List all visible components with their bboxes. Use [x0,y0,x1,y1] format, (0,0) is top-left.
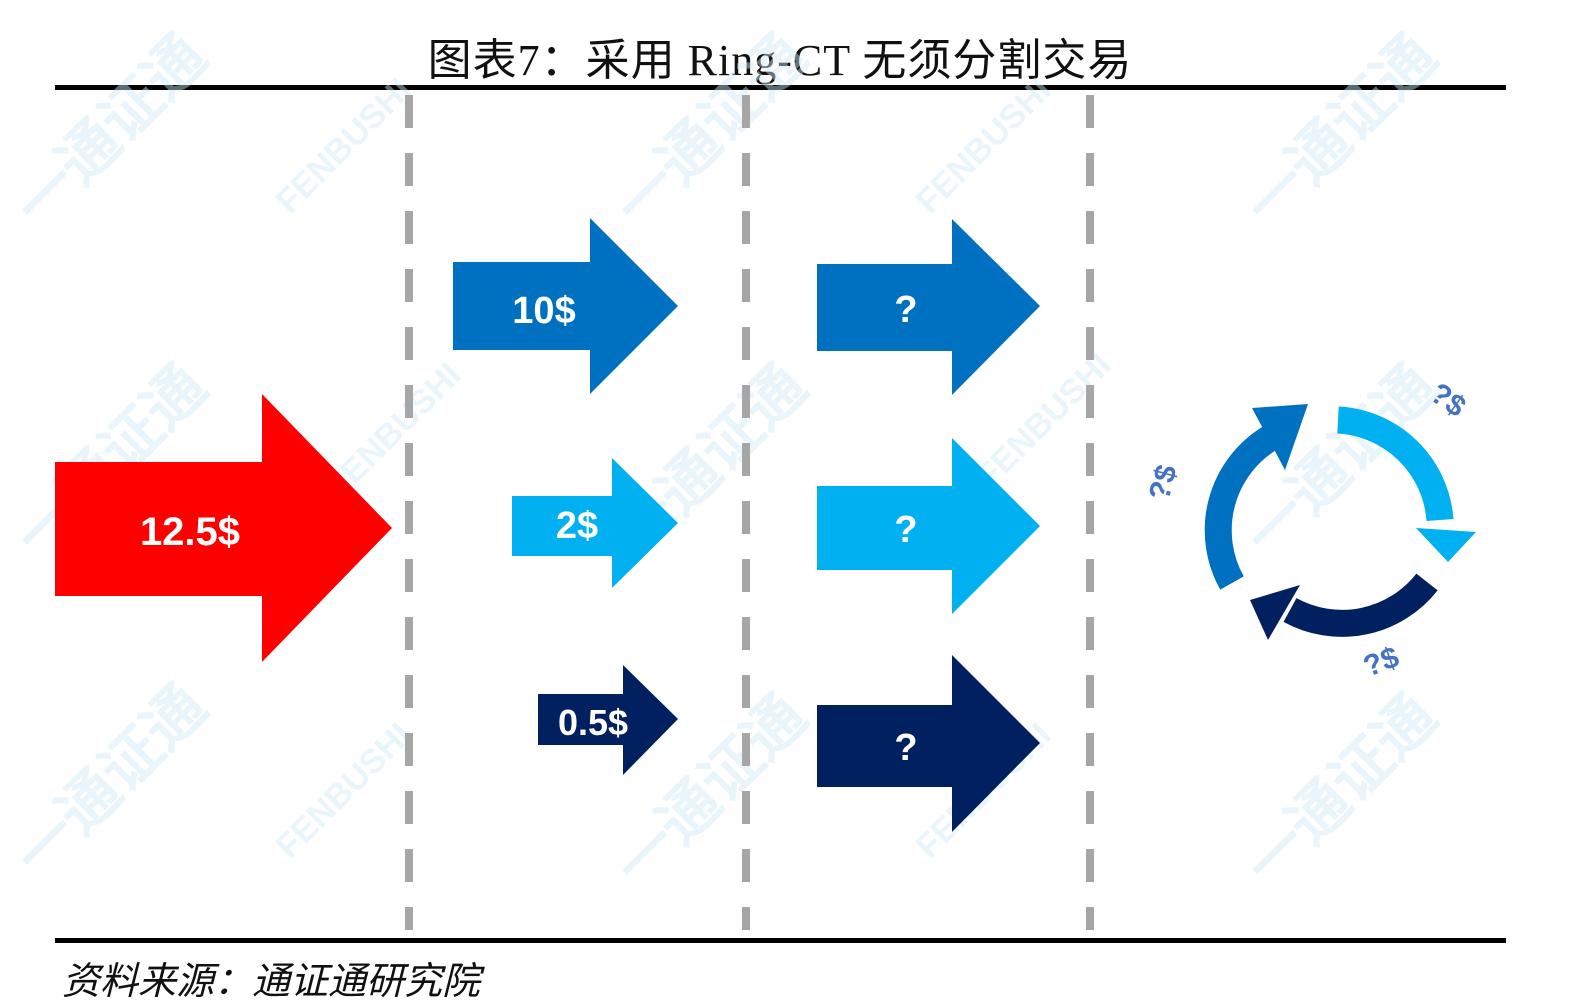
hidden-amount-label: ? [894,289,917,331]
split-amount-label: 0.5$ [558,702,628,743]
split-output-arrow: 10$ [453,218,678,394]
split-output-arrow: 2$ [512,458,678,588]
input-amount-label: 12.5$ [140,510,240,554]
figure-title: 图表7：采用 Ring-CT 无须分割交易 [427,36,1133,85]
arrow-right-icon [538,665,678,775]
split-amount-label: 2$ [556,505,598,547]
watermark-cn: 一通证通 [1232,22,1449,239]
arrowhead-icon [1250,585,1300,640]
arrow-right-icon [817,438,1040,614]
hidden-output-arrow: ? [817,438,1040,614]
bottom-rule [55,938,1506,943]
watermark-cn: 一通证通 [1232,682,1449,899]
arrow-right-icon [55,394,392,662]
watermark-en: FENBUSHI [909,71,1059,221]
ring-segment-lightblue [1336,406,1454,522]
split-amount-label: 10$ [512,290,575,332]
hidden-amount-label: ? [894,727,917,769]
top-rule [55,85,1506,90]
arrowhead-icon [1252,404,1308,470]
ring-segment-blue [1204,426,1278,590]
watermark-cn: 一通证通 [602,22,819,239]
arrow-right-icon [817,219,1040,395]
arrow-right-icon [512,458,678,588]
watermark-en: FENBUSHI [269,71,419,221]
dashed-separators [405,95,1094,930]
hidden-output-arrow: ? [817,655,1040,832]
hidden-output-arrow: ? [817,219,1040,395]
hidden-amount-label: ? [894,509,917,551]
arrowhead-icon [1416,528,1476,562]
arrow-right-icon [817,655,1040,832]
question-dollar-label: ?$ [1359,640,1403,683]
watermark-en: FENBUSHI [969,346,1119,496]
watermark-cn: 一通证通 [2,672,219,889]
watermark-en: FENBUSHI [269,716,419,866]
watermark-cn: 一通证通 [2,22,219,239]
question-dollar-label: ?$ [1143,461,1184,504]
source-note: 资料来源：通证通研究院 [62,961,481,1003]
input-arrow: 12.5$ [55,394,392,662]
arrow-right-icon [453,218,678,394]
ring-segment-dark [1283,573,1438,637]
split-output-arrow: 0.5$ [538,665,678,775]
